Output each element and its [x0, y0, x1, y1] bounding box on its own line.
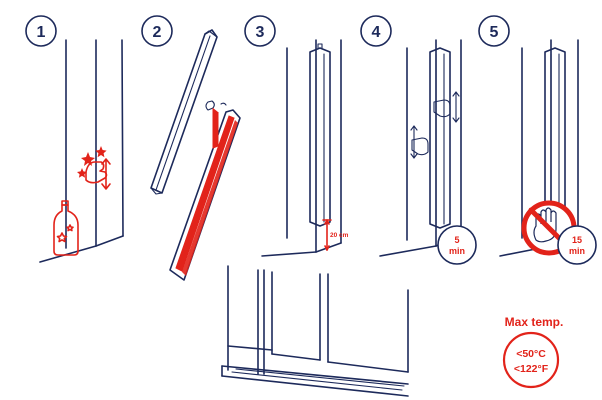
timer-15-value: 15 [572, 235, 582, 245]
step-3-profile [309, 43, 331, 227]
cleaning-hand-icon [85, 158, 111, 190]
pressing-hand-lower-icon [410, 125, 429, 159]
step-4-panel: 4 5 min [360, 15, 477, 265]
height-label: 20 cm [330, 232, 349, 239]
pressing-hand-upper-icon [433, 91, 460, 123]
cleaner-bottle-icon [53, 200, 79, 256]
step-5-panel: 5 15 min [478, 15, 597, 265]
max-temp-celsius: <50°C [516, 348, 546, 360]
timer-5-min-icon: 5 min [437, 225, 477, 265]
height-dimension [322, 219, 332, 251]
step-5-number: 5 [490, 24, 499, 41]
step-1-wall-corner [39, 39, 124, 263]
step-1-number: 1 [37, 24, 46, 41]
max-temp-label: Max temp. [505, 315, 564, 329]
corner-profile-strip [150, 29, 218, 195]
thermometer-badge-icon: <50°C <122°F [502, 331, 560, 389]
timer-5-value: 5 [454, 235, 459, 245]
step-2-panel: 2 [141, 15, 241, 281]
timer-15-min-icon: 15 min [557, 225, 597, 265]
timer-15-unit: min [569, 246, 585, 256]
timer-5-unit: min [449, 246, 465, 256]
step-1-badge: 1 [25, 15, 57, 47]
step-4-number: 4 [372, 24, 381, 41]
max-temp-panel: Max temp. <50°C <122°F [502, 315, 564, 389]
step-4-profile [429, 47, 451, 229]
step-3-number: 3 [256, 24, 265, 41]
step-2-badge: 2 [141, 15, 173, 47]
step-1-panel: 1 [25, 15, 124, 263]
step-3-badge: 3 [244, 15, 276, 47]
max-temp-fahrenheit: <122°F [514, 363, 549, 375]
step-5-badge: 5 [478, 15, 510, 47]
sparkle-icon [77, 146, 107, 178]
step-2-number: 2 [153, 24, 162, 41]
step-3-panel: 3 20 cm [244, 15, 349, 257]
adhesive-tape-strip [169, 100, 241, 281]
window-sill-illustration [221, 265, 409, 397]
step-4-badge: 4 [360, 15, 392, 47]
